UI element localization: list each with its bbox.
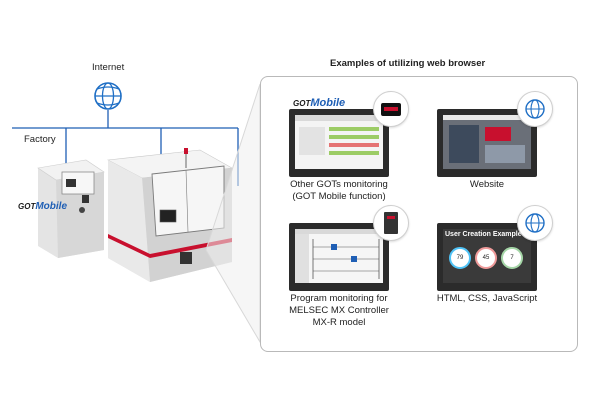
got-monitoring-line1: Other GOTs monitoring [290,179,388,190]
got-monitoring-line2: (GOT Mobile function) [292,191,386,202]
program-monitoring-line1: Program monitoring for [290,293,388,304]
controller-device-icon [373,205,409,241]
website-globe-icon [517,91,553,127]
small-machine [37,159,105,258]
factory-label: Factory [24,134,56,145]
logo-mobile-text: Mobile [310,97,346,109]
gauge-value-2: 45 [475,247,497,269]
got-device-icon [373,91,409,127]
got-monitoring-caption: Other GOTs monitoring (GOT Mobile functi… [271,179,407,203]
got-monitoring-screen [289,109,389,177]
logo-got-text: GOT [293,99,311,108]
program-monitoring-caption: Program monitoring for MELSEC MX Control… [267,293,411,329]
gauge-value-1: 79 [449,247,471,269]
examples-panel: GOTMobile Other GOTs monitoring (GOT Mob… [260,76,578,352]
user-creation-title: User Creation Example [445,231,522,238]
logo-mobile-text: Mobile [35,201,68,212]
program-monitoring-line2: MELSEC MX Controller [289,305,389,316]
user-creation-screen: User Creation Example 79 45 7 [437,223,537,291]
got-mobile-logo-panel: GOTMobile [293,93,345,111]
gauge-value-3: 7 [501,247,523,269]
internet-globe-icon [94,82,122,110]
globe-icon [525,99,545,119]
got-mobile-logo-left: GOTMobile [18,196,67,214]
globe-icon [525,213,545,233]
website-screen [437,109,537,177]
large-machine [106,148,233,282]
logo-got-text: GOT [18,202,36,211]
website-caption: Website [469,179,505,190]
html-globe-icon [517,205,553,241]
program-monitoring-line3: MX-R model [312,317,366,328]
ladder-diagram [312,239,380,279]
panel-title: Examples of utilizing web browser [330,58,486,69]
html-caption: HTML, CSS, JavaScript [436,293,538,304]
internet-label: Internet [92,62,125,73]
program-monitoring-screen [289,223,389,291]
